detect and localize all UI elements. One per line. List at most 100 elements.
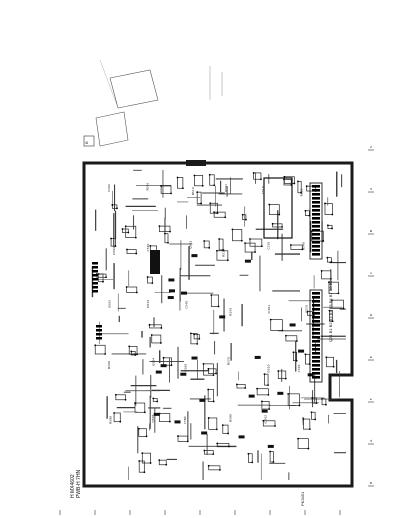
solder-pad bbox=[128, 345, 131, 348]
solder-pad bbox=[104, 353, 107, 355]
component-ref-label: Q503 bbox=[107, 300, 111, 308]
solder-pad bbox=[158, 225, 161, 228]
power-pad bbox=[191, 356, 198, 360]
solder-pad bbox=[260, 400, 263, 403]
component-footprint bbox=[208, 368, 217, 374]
solder-pad bbox=[124, 225, 127, 228]
solder-pad bbox=[236, 383, 238, 386]
solder-pad bbox=[267, 384, 269, 387]
solder-pad bbox=[272, 461, 275, 463]
power-pad bbox=[254, 355, 261, 359]
solder-pad bbox=[216, 442, 219, 445]
solder-pad bbox=[102, 280, 104, 283]
solder-pad bbox=[252, 172, 255, 174]
assembly-plate bbox=[109, 69, 159, 109]
connector-cn2-pin bbox=[312, 300, 320, 303]
component-footprint bbox=[208, 417, 218, 430]
margin-mark-label: C bbox=[369, 272, 373, 274]
solder-pad bbox=[304, 209, 307, 212]
solder-pad bbox=[105, 276, 107, 279]
solder-pad bbox=[213, 211, 216, 214]
component-ref-label: D520 bbox=[267, 364, 271, 372]
connector-cn1-pin bbox=[312, 225, 320, 228]
solder-pad bbox=[292, 351, 295, 354]
component-ref-label: R520 bbox=[299, 188, 303, 196]
component-ref-label: D501 bbox=[112, 246, 116, 254]
solder-pad bbox=[314, 418, 317, 421]
solder-pad bbox=[337, 292, 340, 295]
component-footprint bbox=[253, 172, 262, 180]
component-footprint bbox=[196, 191, 202, 204]
solder-pad bbox=[152, 397, 155, 400]
solder-pad bbox=[222, 249, 224, 251]
solder-pad bbox=[164, 232, 166, 235]
connector-cn1-pin bbox=[312, 213, 320, 216]
power-pad bbox=[167, 296, 174, 300]
solder-pad bbox=[193, 174, 196, 177]
component-footprint bbox=[152, 398, 158, 402]
solder-pad bbox=[114, 245, 117, 248]
power-pad bbox=[181, 291, 187, 295]
solder-pad bbox=[274, 425, 276, 427]
solder-pad bbox=[269, 318, 272, 321]
component-footprint bbox=[285, 335, 298, 342]
component-footprint bbox=[329, 310, 333, 322]
solder-pad bbox=[149, 245, 152, 247]
connector-cn2-pin bbox=[312, 372, 320, 375]
component-footprint bbox=[325, 356, 334, 368]
component-footprint bbox=[125, 225, 137, 239]
solder-pad bbox=[186, 440, 189, 443]
power-pad bbox=[153, 412, 160, 416]
component-footprint bbox=[249, 238, 263, 247]
solder-pad bbox=[143, 411, 146, 414]
solder-pad bbox=[331, 320, 334, 323]
solder-pad bbox=[301, 248, 304, 251]
connector-cn1-pin bbox=[312, 185, 320, 188]
solder-pad bbox=[116, 207, 118, 210]
component-footprint bbox=[113, 412, 121, 423]
solder-pad bbox=[330, 277, 332, 280]
solder-pad bbox=[226, 259, 229, 262]
component-ref-label: R540 bbox=[302, 242, 306, 250]
power-pad bbox=[289, 323, 296, 327]
solder-pad bbox=[244, 242, 247, 245]
solder-pad bbox=[293, 182, 296, 185]
component-footprint bbox=[210, 294, 219, 307]
solder-pad bbox=[269, 450, 272, 453]
connector-cn2-pin bbox=[312, 292, 320, 295]
connector-cn1-pin bbox=[312, 217, 320, 220]
solder-pad bbox=[203, 240, 206, 242]
solder-pad bbox=[181, 187, 184, 190]
power-pad bbox=[201, 431, 208, 435]
connector-cn1-pin bbox=[312, 201, 320, 204]
solder-pad bbox=[160, 327, 163, 329]
solder-pad bbox=[130, 350, 133, 353]
solder-pad bbox=[113, 412, 115, 414]
component-footprint bbox=[331, 299, 344, 309]
component-footprint bbox=[147, 276, 153, 284]
solder-pad bbox=[159, 342, 162, 344]
solder-pad bbox=[158, 459, 161, 462]
solder-pad bbox=[177, 435, 179, 437]
solder-pad bbox=[311, 397, 314, 399]
connector-cn1-frame bbox=[309, 182, 323, 260]
connector-cn1-pin bbox=[312, 197, 320, 200]
solder-pad bbox=[156, 400, 159, 403]
component-footprint bbox=[213, 211, 226, 218]
connector-cn2-pin bbox=[312, 312, 320, 315]
board-id-label: PK3451 bbox=[300, 491, 305, 506]
component-ref-label: C502 bbox=[107, 184, 111, 192]
connector-cn2-pin bbox=[312, 368, 320, 371]
power-pad bbox=[155, 370, 162, 374]
component-footprint bbox=[193, 334, 200, 340]
connector-cn3-pin bbox=[92, 274, 98, 277]
component-footprint bbox=[262, 420, 276, 427]
solder-pad bbox=[281, 226, 283, 228]
assembly-leader-line bbox=[99, 59, 119, 109]
component-footprint bbox=[208, 465, 221, 471]
component-footprint bbox=[164, 233, 169, 244]
component-footprint bbox=[151, 334, 162, 344]
component-ref-label: R560 bbox=[107, 361, 111, 369]
connector-cn2-pin bbox=[312, 328, 320, 331]
power-pad bbox=[219, 315, 226, 319]
